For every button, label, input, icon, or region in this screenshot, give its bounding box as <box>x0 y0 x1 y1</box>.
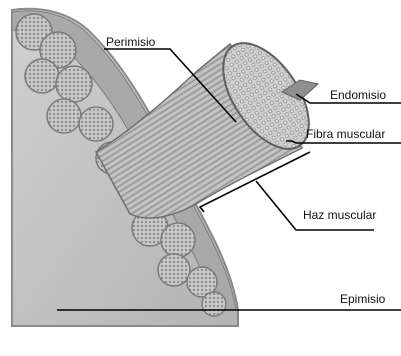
fascicle-circle <box>79 107 113 141</box>
label-epimisio: Epimisio <box>340 292 386 306</box>
fascicle-circle <box>158 254 190 286</box>
fascicle-circle <box>56 66 92 102</box>
haz-muscular-leader <box>256 181 374 230</box>
fascicle-circle <box>25 59 59 93</box>
fascicle-circle <box>202 292 226 316</box>
fascicle-circle <box>161 223 195 257</box>
label-endomisio: Endomisio <box>330 88 386 102</box>
label-haz-muscular: Haz muscular <box>303 208 376 222</box>
label-fibra-muscular: Fibra muscular <box>306 127 385 141</box>
fascicle-circle <box>47 99 81 133</box>
label-perimisio: Perimisio <box>106 35 156 49</box>
